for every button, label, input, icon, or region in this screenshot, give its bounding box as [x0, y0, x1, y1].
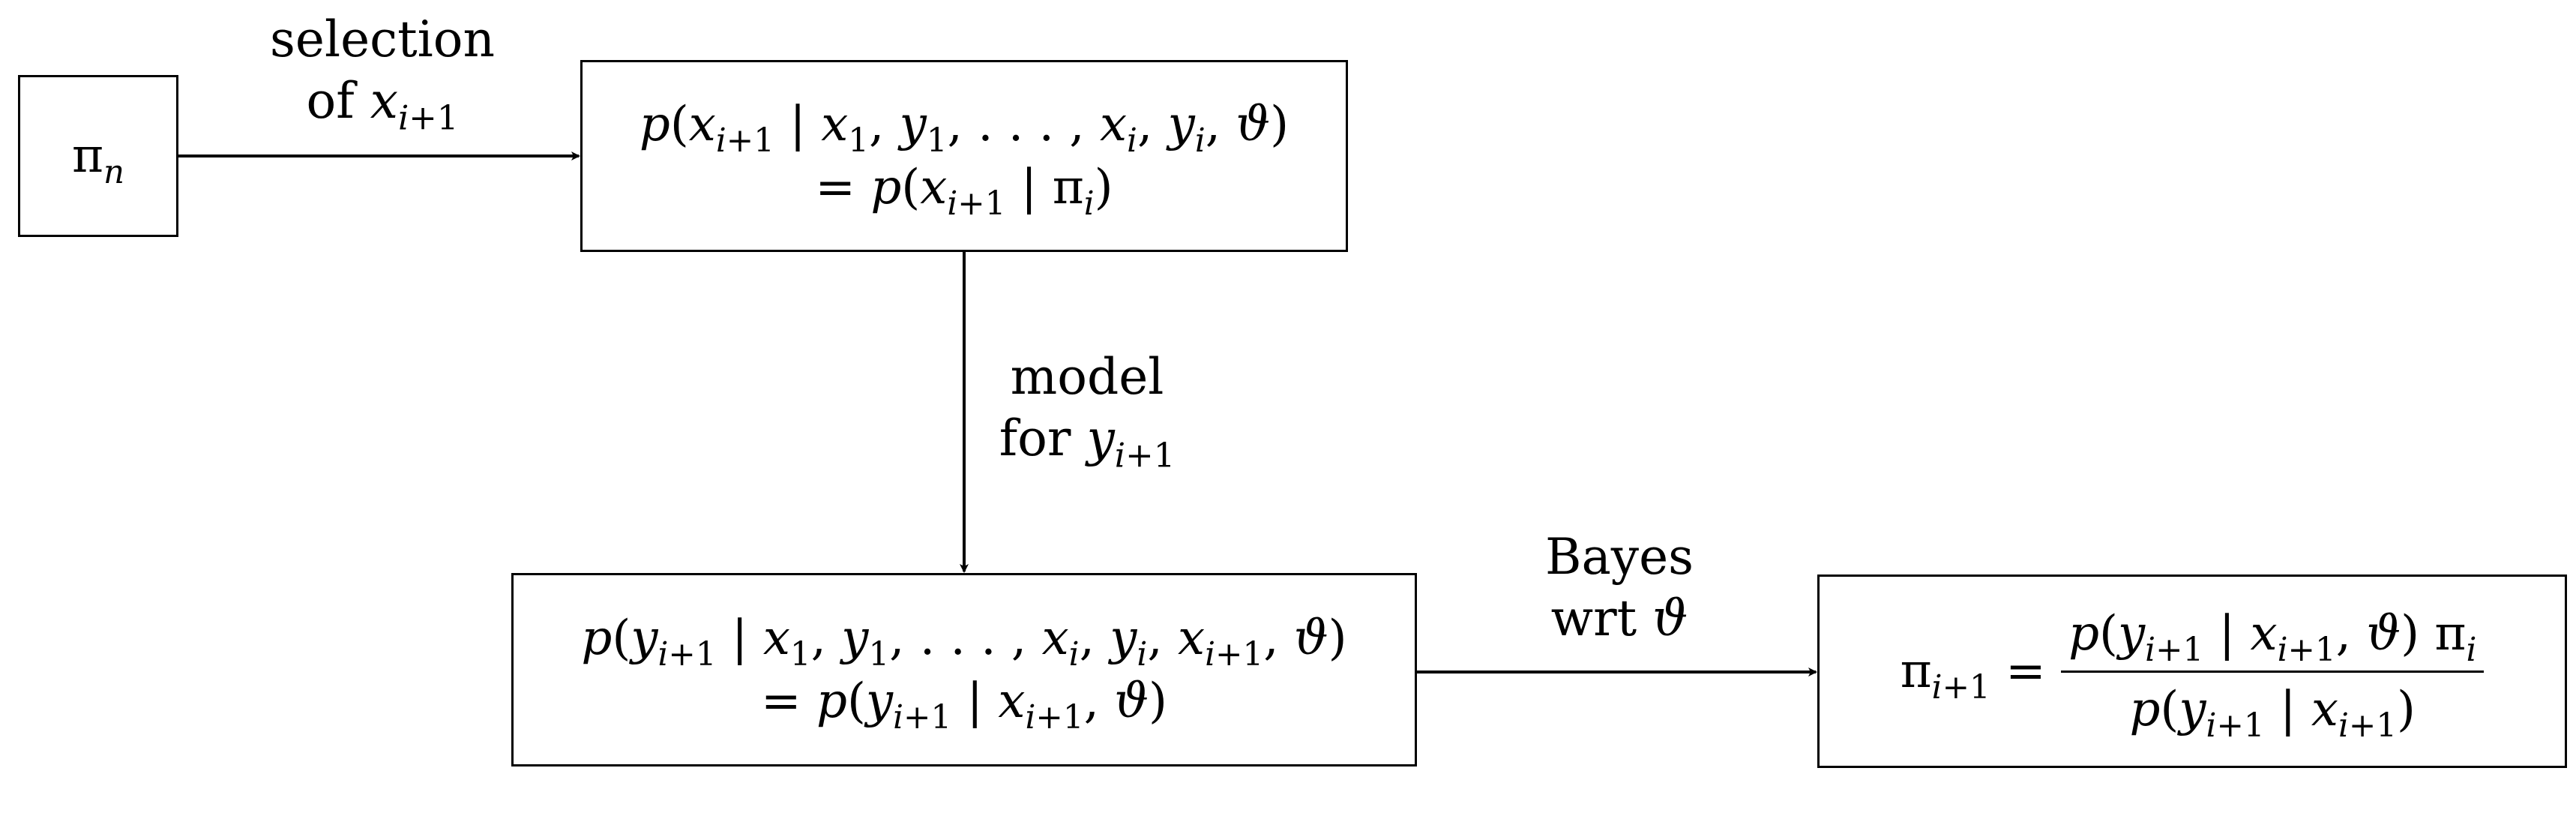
- posterior-numerator: p(yi+1 | xi+1, ϑ) πi: [2061, 606, 2485, 673]
- posterior-formula: πi+1 = p(yi+1 | xi+1, ϑ) πi p(yi+1 | xi+…: [1900, 606, 2485, 745]
- selection-formula-line2: = p(xi+1 | πi): [815, 160, 1113, 224]
- selection-edge-label: selection of xi+1: [247, 9, 517, 138]
- model-label-line1: model: [1010, 348, 1164, 406]
- bayes-edge-label: Bayes wrt ϑ: [1507, 526, 1732, 650]
- selection-formula-line1: p(xi+1 | x1, y1, . . . , xi, yi, ϑ): [639, 97, 1289, 160]
- prior-node: πn: [18, 75, 178, 237]
- posterior-lhs: πi+1 =: [1900, 644, 2062, 707]
- model-formula-line2: = p(yi+1 | xi+1, ϑ): [761, 674, 1167, 737]
- posterior-node: πi+1 = p(yi+1 | xi+1, ϑ) πi p(yi+1 | xi+…: [1817, 574, 2567, 768]
- selection-node: p(xi+1 | x1, y1, . . . , xi, yi, ϑ) = p(…: [580, 60, 1348, 252]
- prior-formula: πn: [71, 128, 125, 192]
- model-formula-line1: p(yi+1 | x1, y1, . . . , xi, yi, xi+1, ϑ…: [581, 610, 1347, 674]
- selection-label-line1: selection: [270, 10, 495, 68]
- model-label-line2: for yi+1: [999, 410, 1176, 476]
- posterior-denominator: p(yi+1 | xi+1): [2129, 681, 2416, 745]
- bayes-label-line1: Bayes: [1544, 528, 1694, 586]
- selection-label-line2: of xi+1: [306, 72, 459, 138]
- bayes-label-line2: wrt ϑ: [1550, 590, 1688, 647]
- posterior-fraction: p(yi+1 | xi+1, ϑ) πi p(yi+1 | xi+1): [2061, 606, 2485, 745]
- model-edge-label: model for yi+1: [975, 346, 1200, 476]
- model-node: p(yi+1 | x1, y1, . . . , xi, yi, xi+1, ϑ…: [511, 573, 1417, 766]
